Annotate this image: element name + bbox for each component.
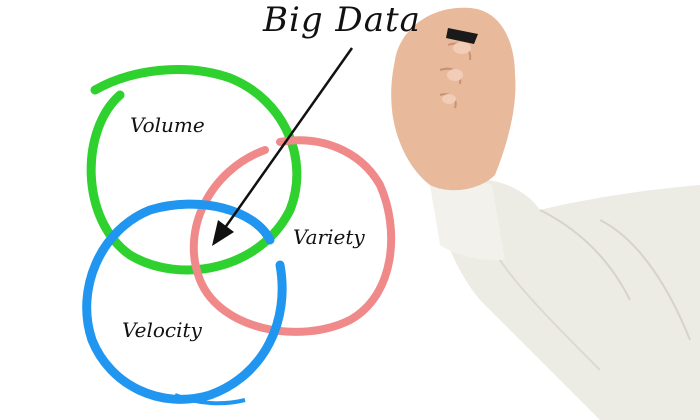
- volume-label: Volume: [130, 113, 205, 137]
- velocity-circle: [82, 199, 287, 406]
- variety-circle: [189, 136, 396, 336]
- velocity-label: Velocity: [122, 318, 202, 342]
- diagram-title: Big Data: [263, 0, 421, 40]
- arrow-icon: [212, 47, 354, 246]
- variety-label: Variety: [293, 225, 365, 249]
- marker-icon: [446, 28, 478, 44]
- hand: [391, 7, 516, 191]
- shirt-sleeve: [430, 178, 700, 420]
- volume-circle: [86, 65, 302, 275]
